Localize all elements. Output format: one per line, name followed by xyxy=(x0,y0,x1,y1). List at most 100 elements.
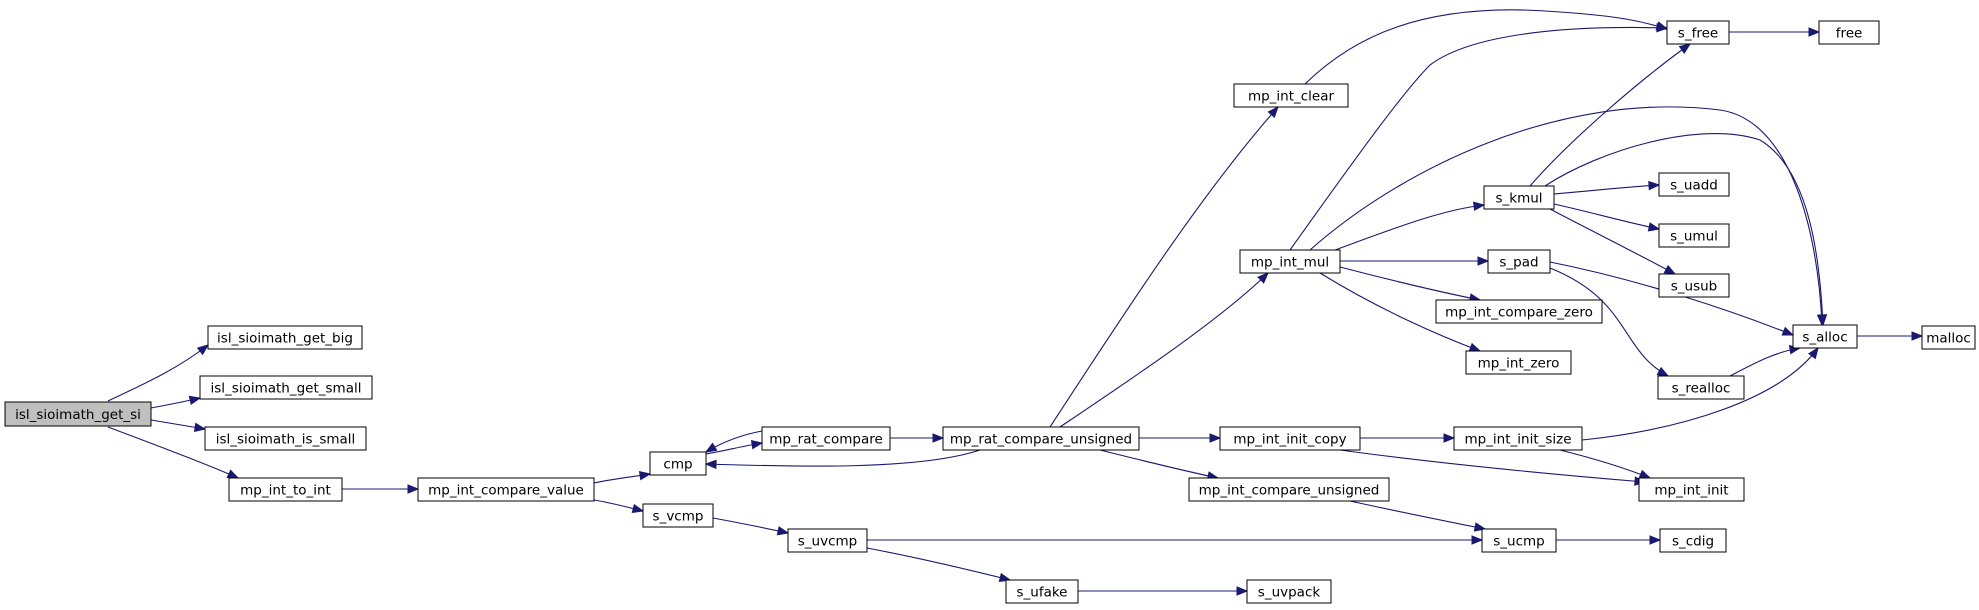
edge-mp_int_compare_value-to-cmp xyxy=(593,470,652,484)
edge-mp_rat_compare_unsigned-to-mp_int_clear xyxy=(1049,105,1279,428)
edge-mp_int_compare_value-to-s_vcmp xyxy=(593,499,645,514)
edge-s_ucmp-to-s_cdig xyxy=(1556,535,1662,545)
node-s-vcmp[interactable]: s_vcmp xyxy=(642,503,714,528)
node-isl-sioimath-is-small[interactable]: isl_sioimath_is_small xyxy=(204,426,367,451)
node-label: mp_int_compare_unsigned xyxy=(1199,483,1380,499)
node-label: mp_int_init_size xyxy=(1464,432,1571,448)
edge-mp_int_clear-to-s_free xyxy=(1304,9,1669,85)
edge-s_kmul-to-s_uadd xyxy=(1553,180,1661,195)
node-s-pad[interactable]: s_pad xyxy=(1487,249,1551,274)
edge-mp_int_mul-to-s_alloc xyxy=(1309,106,1827,327)
node-label: isl_sioimath_get_si xyxy=(15,407,141,423)
node-label: cmp xyxy=(663,457,692,473)
node-s-umul[interactable]: s_umul xyxy=(1658,223,1730,248)
node-mp-int-compare-unsigned[interactable]: mp_int_compare_unsigned xyxy=(1188,477,1390,502)
node-s-uvcmp[interactable]: s_uvcmp xyxy=(787,528,868,553)
node-mp-int-clear[interactable]: mp_int_clear xyxy=(1233,83,1349,108)
node-mp-rat-compare[interactable]: mp_rat_compare xyxy=(761,426,891,451)
node-label: s_realloc xyxy=(1672,381,1731,397)
node-label: s_uadd xyxy=(1670,178,1718,194)
node-free[interactable]: free xyxy=(1818,20,1880,45)
edge-mp_int_init_size-to-mp_int_init xyxy=(1559,449,1652,479)
edge-s_kmul-to-s_usub xyxy=(1549,208,1677,275)
edge-s_uvcmp-to-s_ucmp xyxy=(867,535,1484,545)
node-label: mp_int_zero xyxy=(1478,356,1560,372)
node-label: s_pad xyxy=(1499,255,1538,271)
edge-mp_rat_compare_unsigned-to-mp_int_init_copy xyxy=(1139,433,1222,443)
edge-s_kmul-to-s_umul xyxy=(1553,203,1661,232)
edge-mp_int_init_size-to-s_alloc xyxy=(1581,346,1819,441)
node-label: mp_int_init xyxy=(1654,483,1728,499)
node-mp-rat-compare-unsigned[interactable]: mp_rat_compare_unsigned xyxy=(942,426,1140,451)
edge-mp_int_mul-to-s_kmul xyxy=(1334,201,1486,251)
node-mp-int-zero[interactable]: mp_int_zero xyxy=(1465,350,1572,375)
node-mp-int-init[interactable]: mp_int_init xyxy=(1638,477,1745,502)
node-label: mp_int_compare_value xyxy=(428,483,584,499)
node-s-cdig[interactable]: s_cdig xyxy=(1659,528,1727,553)
node-isl-sioimath-get-small[interactable]: isl_sioimath_get_small xyxy=(199,375,373,400)
node-mp-int-init-size[interactable]: mp_int_init_size xyxy=(1453,426,1583,451)
edge-s_pad-to-s_realloc xyxy=(1549,267,1670,377)
node-mp-int-mul[interactable]: mp_int_mul xyxy=(1239,249,1341,274)
node-label: s_cdig xyxy=(1672,534,1714,550)
edge-mp_rat_compare_unsigned-to-cmp xyxy=(704,449,981,470)
node-s-ufake[interactable]: s_ufake xyxy=(1005,579,1079,604)
node-mp-int-compare-value[interactable]: mp_int_compare_value xyxy=(417,477,595,502)
edge-mp_rat_compare-to-mp_rat_compare_unsigned xyxy=(890,433,945,443)
node-s-kmul[interactable]: s_kmul xyxy=(1483,185,1555,210)
edge-s_ufake-to-s_uvpack xyxy=(1078,586,1249,596)
node-s-uadd[interactable]: s_uadd xyxy=(1658,172,1730,197)
node-mp-int-compare-zero[interactable]: mp_int_compare_zero xyxy=(1435,299,1603,324)
node-label: s_ucmp xyxy=(1493,534,1544,550)
edge-cmp-to-mp_rat_compare xyxy=(705,439,764,455)
node-isl-sioimath-get-si[interactable]: isl_sioimath_get_si xyxy=(4,401,152,427)
edge-mp_int_to_int-to-mp_int_compare_value xyxy=(342,484,420,494)
node-label: mp_int_mul xyxy=(1251,255,1329,271)
node-s-usub[interactable]: s_usub xyxy=(1658,273,1730,298)
node-label: s_umul xyxy=(1670,229,1718,245)
node-label: isl_sioimath_get_small xyxy=(211,381,362,397)
node-label: mp_int_init_copy xyxy=(1233,432,1346,448)
edge-s_vcmp-to-s_uvcmp xyxy=(712,517,790,536)
node-label: s_uvpack xyxy=(1258,585,1321,601)
node-label: isl_sioimath_is_small xyxy=(216,432,356,448)
node-s-free[interactable]: s_free xyxy=(1666,20,1730,45)
node-label: mp_int_clear xyxy=(1248,89,1335,105)
node-label: s_uvcmp xyxy=(798,534,857,550)
node-cmp[interactable]: cmp xyxy=(649,451,707,476)
edge-mp_rat_compare_unsigned-to-mp_int_compare_unsigned xyxy=(1099,449,1220,481)
edge-mp_int_mul-to-s_free xyxy=(1289,22,1669,251)
edge-mp_int_compare_unsigned-to-s_ucmp xyxy=(1349,500,1487,532)
edge-mp_rat_compare_unsigned-to-mp_int_mul xyxy=(1059,272,1269,428)
edge-mp_int_init_copy-to-mp_int_init_size xyxy=(1360,433,1456,443)
node-s-realloc[interactable]: s_realloc xyxy=(1657,375,1745,400)
call-graph-edges xyxy=(107,9,1924,596)
edge-mp_int_mul-to-s_pad xyxy=(1340,256,1490,266)
edge-isl_sioimath_get_si-to-isl_sioimath_is_small xyxy=(150,419,207,433)
node-s-ucmp[interactable]: s_ucmp xyxy=(1481,528,1557,553)
edge-s_alloc-to-malloc xyxy=(1857,331,1924,341)
node-label: mp_int_compare_zero xyxy=(1445,305,1593,321)
node-label: malloc xyxy=(1926,331,1971,347)
node-label: s_kmul xyxy=(1495,191,1542,207)
edge-s_kmul-to-s_free xyxy=(1529,43,1692,187)
node-malloc[interactable]: malloc xyxy=(1921,325,1976,350)
edge-isl_sioimath_get_si-to-isl_sioimath_get_big xyxy=(107,344,210,402)
node-label: mp_int_to_int xyxy=(240,483,331,499)
edge-isl_sioimath_get_si-to-isl_sioimath_get_small xyxy=(150,395,202,409)
node-label: mp_rat_compare xyxy=(769,432,883,448)
call-graph-nodes: isl_sioimath_get_si isl_sioimath_get_bigi… xyxy=(4,20,1976,604)
edge-s_free-to-free xyxy=(1729,27,1821,37)
node-mp-int-init-copy[interactable]: mp_int_init_copy xyxy=(1219,426,1361,451)
node-label: free xyxy=(1836,26,1863,42)
edge-s_uvcmp-to-s_ufake xyxy=(866,547,1012,583)
edge-s_kmul-to-s_alloc xyxy=(1544,133,1828,327)
node-s-uvpack[interactable]: s_uvpack xyxy=(1246,579,1332,604)
node-s-alloc[interactable]: s_alloc xyxy=(1792,324,1858,349)
node-label: isl_sioimath_get_big xyxy=(217,331,353,347)
node-mp-int-to-int[interactable]: mp_int_to_int xyxy=(228,477,343,502)
node-isl-sioimath-get-big[interactable]: isl_sioimath_get_big xyxy=(207,325,363,350)
node-label: mp_rat_compare_unsigned xyxy=(950,432,1132,448)
edge-mp_rat_compare-to-cmp xyxy=(704,430,763,453)
